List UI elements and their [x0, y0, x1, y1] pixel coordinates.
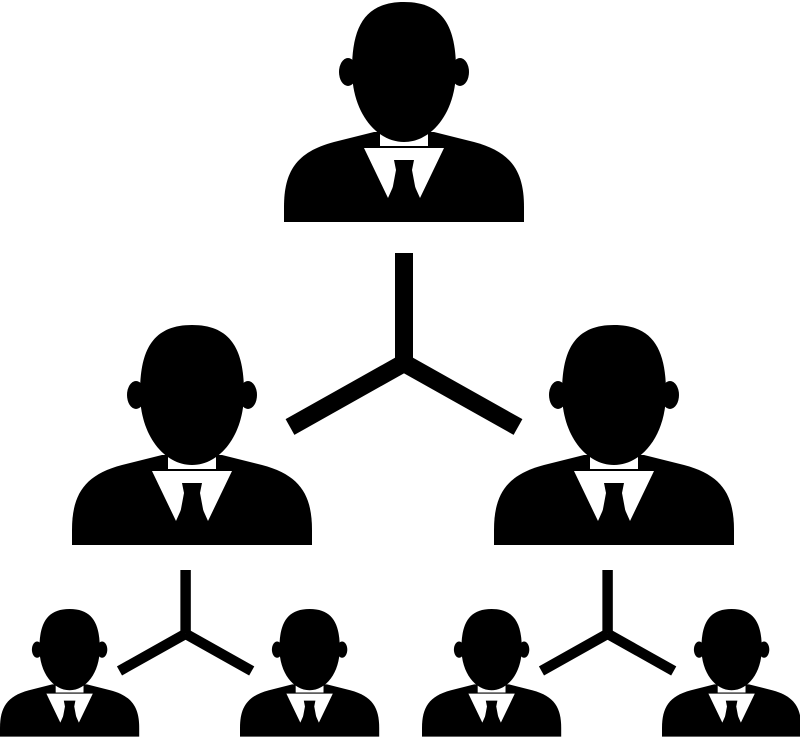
connector-mid-right: [541, 570, 673, 671]
businessman-icon-bottom-2: [240, 609, 380, 737]
businessman-icon-bottom-1: [0, 609, 140, 737]
connector-mid-left: [119, 570, 251, 671]
businessman-icon-top: [284, 2, 524, 222]
businessman-icon-mid-left: [72, 325, 312, 545]
businessman-icon-mid-right: [494, 325, 734, 545]
businessman-icon-bottom-3: [422, 609, 562, 737]
businessman-icon-bottom-4: [662, 609, 800, 737]
connector-top: [290, 253, 518, 427]
